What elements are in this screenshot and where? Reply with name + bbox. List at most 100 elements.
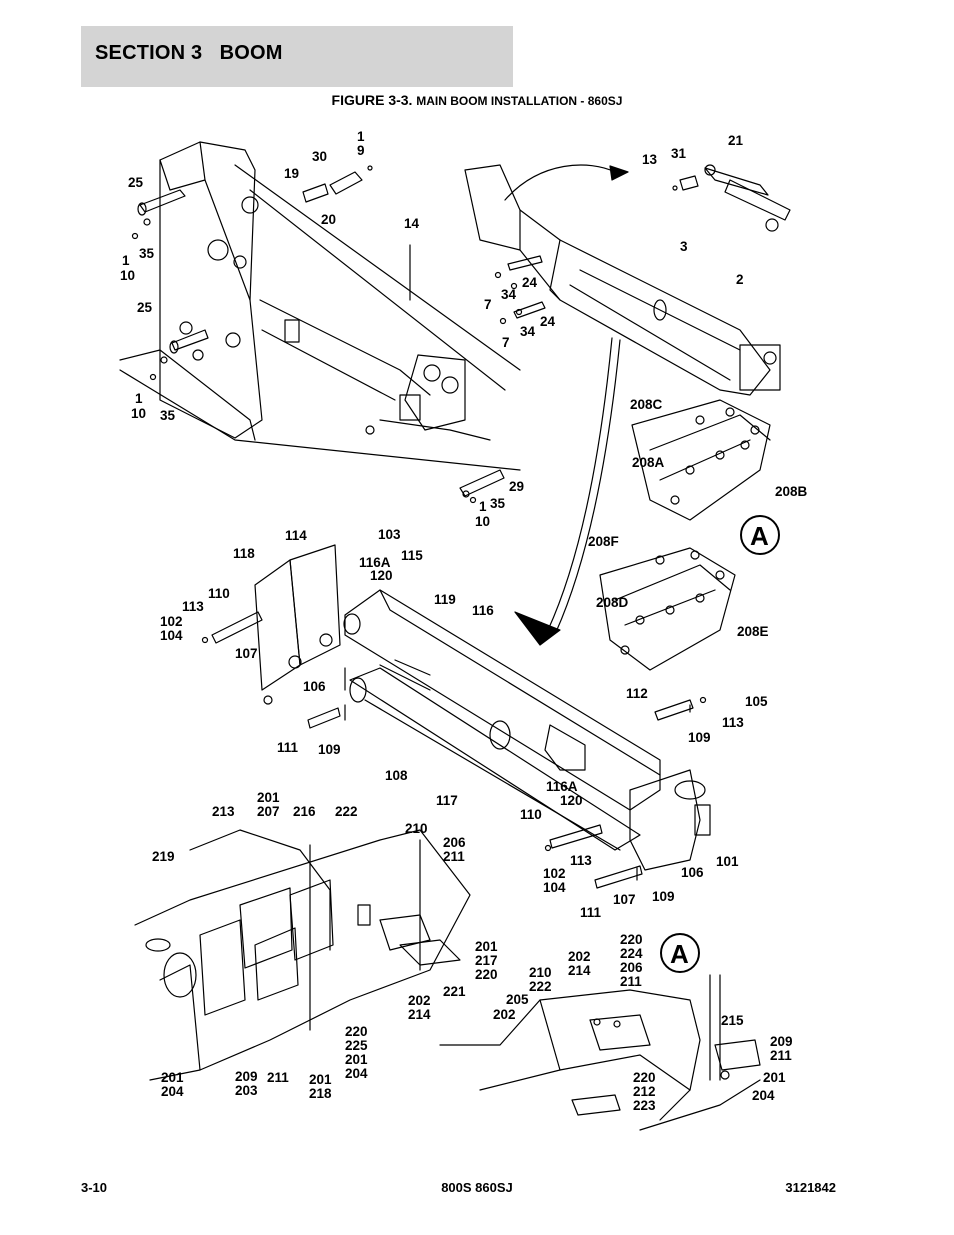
callout-labels: 1 9 30 19 25 20 14 35 1 10 25 1 10 35 13… [120, 129, 808, 1113]
fly-boom-assembly [464, 164, 791, 396]
callout: 31 [671, 146, 687, 161]
callout: 205 [506, 992, 529, 1007]
callout: 35 [139, 246, 155, 261]
upper-right-pins [494, 255, 546, 325]
callout: 118 [233, 546, 255, 561]
callout: 21 [728, 133, 744, 148]
callout: 34 [501, 287, 517, 302]
model-name: 800S 860SJ [441, 1180, 513, 1195]
callout: 109 [688, 730, 711, 745]
callout: 112 [626, 686, 648, 701]
callout: 225 [345, 1038, 368, 1053]
callout: 220 [633, 1070, 656, 1085]
callout: 34 [520, 324, 536, 339]
callout: 24 [522, 275, 538, 290]
turntable-upright-assembly [119, 141, 521, 471]
detail-a-marker-lower [660, 933, 700, 973]
assembly-arrow [514, 337, 621, 646]
callout: 208E [737, 624, 769, 639]
callout: 1 [479, 499, 487, 514]
callout: 10 [475, 514, 490, 529]
callout: 201 [345, 1052, 368, 1067]
callout: 107 [613, 892, 636, 907]
callout: 29 [509, 479, 524, 494]
callout: 13 [642, 152, 658, 167]
callout: 7 [484, 297, 492, 312]
callout: 111 [580, 905, 602, 920]
section-title: SECTION 3 BOOM [95, 42, 283, 64]
callout: 102 [543, 866, 566, 881]
callout: 103 [378, 527, 401, 542]
callout: 102 [160, 614, 183, 629]
callout: 224 [620, 946, 643, 961]
callout: 120 [560, 793, 583, 808]
callout: 201 [763, 1070, 786, 1085]
callout: 204 [752, 1088, 775, 1103]
callout: 113 [722, 715, 744, 730]
figure-caption: MAIN BOOM INSTALLATION - 860SJ [416, 94, 623, 108]
callout: 25 [137, 300, 153, 315]
callout: 101 [716, 854, 739, 869]
callout: 207 [257, 804, 280, 819]
callout: 201 [309, 1072, 332, 1087]
callout: 107 [235, 646, 258, 661]
figure-title: FIGURE 3-3. MAIN BOOM INSTALLATION - 860… [0, 92, 954, 108]
callout: 203 [235, 1083, 258, 1098]
callout: 10 [131, 406, 146, 421]
callout: 206 [443, 835, 466, 850]
cable-track-middle [599, 547, 736, 671]
cable-track-upper [631, 399, 771, 521]
lower-cable-track-assembly [134, 829, 471, 1081]
pin-29 [459, 469, 505, 504]
callout: 211 [770, 1048, 792, 1063]
callout: 1 [357, 129, 365, 144]
callout: 24 [540, 314, 556, 329]
figure-number: FIGURE 3-3. [331, 92, 413, 108]
callout: 104 [160, 628, 183, 643]
callout: 208F [588, 534, 619, 549]
callout: 9 [357, 143, 365, 158]
callout: 222 [529, 979, 552, 994]
callout: 14 [404, 216, 420, 231]
callout: 113 [570, 853, 592, 868]
callout: 208B [775, 484, 808, 499]
callout: 105 [745, 694, 768, 709]
callout: 218 [309, 1086, 332, 1101]
callout: 209 [770, 1034, 793, 1049]
section-header-band: SECTION 3 BOOM [81, 26, 513, 87]
callout: 214 [408, 1007, 431, 1022]
callout: 222 [335, 804, 358, 819]
callout: 104 [543, 880, 566, 895]
callout: 106 [681, 865, 704, 880]
callout: 108 [385, 768, 408, 783]
callout: 209 [235, 1069, 258, 1084]
callout: 115 [401, 548, 423, 563]
callout: 213 [212, 804, 235, 819]
callout: 201 [257, 790, 280, 805]
callout: 7 [502, 335, 510, 350]
callout: 116 [472, 603, 494, 618]
callout: 35 [490, 496, 506, 511]
callout: 116A [359, 555, 391, 570]
callout: 110 [208, 586, 230, 601]
detail-a-cable-guide [439, 974, 761, 1131]
callout: 109 [652, 889, 675, 904]
callout: 208D [596, 595, 629, 610]
detail-a-letter-upper: A [750, 521, 769, 551]
callout: 119 [434, 592, 456, 607]
detail-a-marker-upper [740, 515, 780, 555]
callout: 116A [546, 779, 578, 794]
callout: 211 [443, 849, 465, 864]
callout: 113 [182, 599, 204, 614]
callout: 202 [568, 949, 591, 964]
callout: 111 [277, 740, 299, 755]
callout: 10 [120, 268, 135, 283]
callout: 210 [529, 965, 552, 980]
upper-left-pins [131, 165, 373, 381]
callout: 201 [475, 939, 498, 954]
callout: 220 [475, 967, 498, 982]
callout: 212 [633, 1084, 656, 1099]
callout: 219 [152, 849, 175, 864]
detail-a-letter-lower: A [670, 939, 689, 969]
callout: 220 [620, 932, 643, 947]
